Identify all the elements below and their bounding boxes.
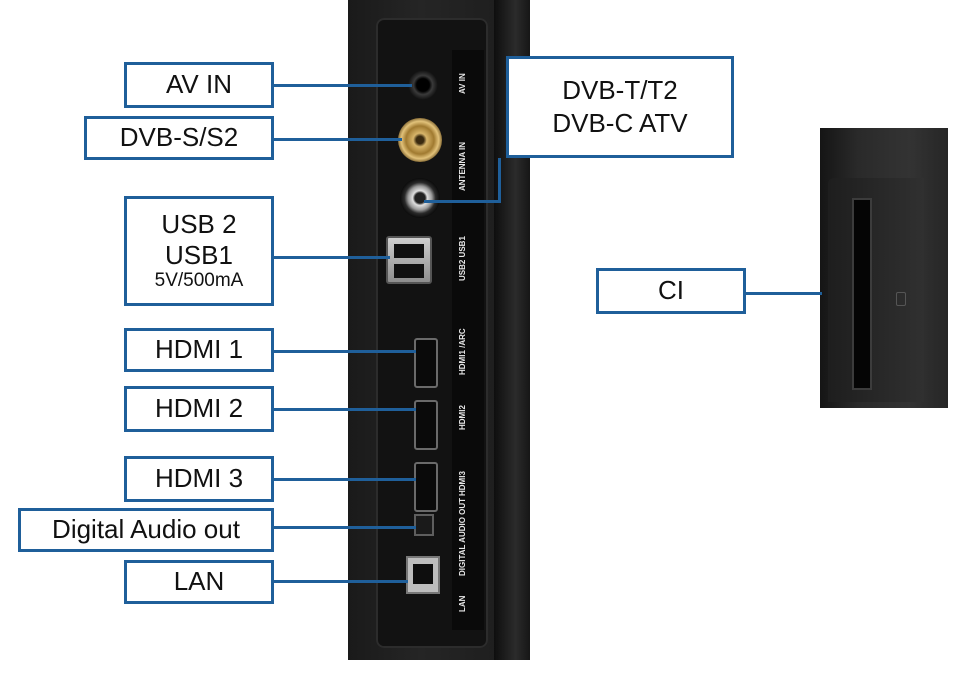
label-hdmi3: HDMI 3 [124, 456, 274, 502]
label-digital-audio-text: Digital Audio out [52, 514, 240, 545]
leader-hdmi2 [274, 408, 416, 411]
leader-ci [744, 292, 822, 295]
leader-dvb-s [274, 138, 402, 141]
satellite-f-connector [398, 118, 442, 162]
label-usb: USB 2 USB1 5V/500mA [124, 196, 274, 306]
panel-marking-lan: LAN [458, 595, 467, 613]
hdmi-1-port [414, 338, 438, 388]
lan-port [406, 556, 440, 594]
leader-av-in [274, 84, 412, 87]
label-dvb-t-line2: DVB-C ATV [552, 108, 688, 138]
optical-audio-port [414, 514, 434, 536]
label-lan: LAN [124, 560, 274, 604]
hdmi-3-port [414, 462, 438, 512]
label-digital-audio: Digital Audio out [18, 508, 274, 552]
label-hdmi2: HDMI 2 [124, 386, 274, 432]
usb-ports [386, 236, 432, 284]
label-lan-text: LAN [173, 566, 225, 597]
label-ci-text: CI [658, 275, 684, 306]
label-av-in: AV IN [124, 62, 274, 108]
leader-digital-audio [274, 526, 416, 529]
leader-dvb-t-horizontal [424, 200, 501, 203]
panel-marking-hdmi2: HDMI2 [458, 405, 467, 431]
ci-slot-recess [828, 178, 924, 402]
label-ci: CI [596, 268, 746, 314]
leader-lan [274, 580, 408, 583]
panel-marking-digital-audio: DIGITAL AUDIO OUT [458, 497, 467, 576]
leader-usb [274, 256, 390, 259]
label-dvb-s: DVB-S/S2 [84, 116, 274, 160]
ci-slot-opening [852, 198, 872, 390]
label-usb-line3: 5V/500mA [154, 270, 244, 292]
panel-marking-usb: USB2 USB1 [458, 236, 467, 282]
label-usb-line1: USB 2 [161, 208, 237, 239]
antenna-in-connector [400, 178, 440, 218]
leader-hdmi1 [274, 350, 416, 353]
panel-marking-av-in: AV IN [458, 73, 467, 95]
hdmi-2-port [414, 400, 438, 450]
label-dvb-t: DVB-T/T2 DVB-C ATV [506, 56, 734, 158]
label-hdmi2-text: HDMI 2 [154, 393, 244, 424]
label-hdmi3-text: HDMI 3 [154, 463, 244, 494]
leader-hdmi3 [274, 478, 416, 481]
ci-side-button [896, 292, 906, 306]
label-hdmi1-text: HDMI 1 [154, 334, 244, 365]
leader-dvb-t-vertical [498, 158, 501, 202]
label-usb-line2: USB1 [165, 240, 233, 271]
panel-marking-hdmi1: HDMI1 /ARC [458, 328, 467, 376]
panel-label-strip [452, 50, 484, 630]
label-dvb-s-text: DVB-S/S2 [119, 122, 239, 153]
av-in-jack [408, 70, 438, 100]
label-dvb-t-line1: DVB-T/T2 [562, 74, 678, 105]
label-hdmi1: HDMI 1 [124, 328, 274, 372]
label-av-in-text: AV IN [166, 69, 232, 100]
